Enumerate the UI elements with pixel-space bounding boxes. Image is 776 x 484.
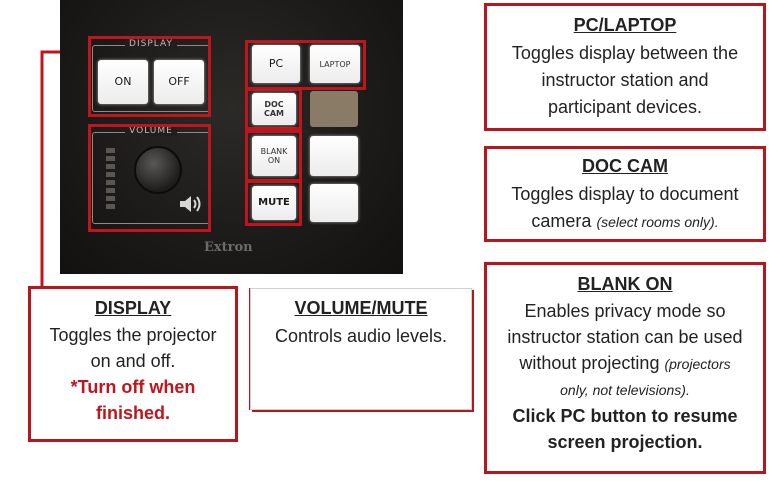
laptop-button[interactable]: LAPTOP	[310, 45, 360, 83]
volume-led	[106, 180, 115, 185]
unused-button[interactable]	[310, 184, 358, 222]
callout-warning: finished.	[95, 403, 170, 423]
unused-button[interactable]	[310, 91, 358, 127]
volume-led	[106, 196, 115, 201]
callout-title: DOC CAM	[582, 156, 668, 176]
callout-text: Toggles display to document	[511, 184, 739, 204]
volume-led	[106, 148, 115, 153]
callout-text: without projecting	[519, 353, 660, 373]
off-button[interactable]: OFF	[154, 60, 204, 104]
blank-on-callout: BLANK ON Enables privacy mode so instruc…	[484, 262, 766, 474]
doc-cam-callout: DOC CAM Toggles display to document came…	[484, 146, 766, 242]
callout-warning: *Turn off when	[70, 377, 196, 397]
callout-text: Controls audio levels.	[274, 326, 448, 346]
callout-title: PC/LAPTOP	[573, 15, 677, 35]
callout-note: (select rooms only).	[596, 214, 719, 230]
mute-highlight	[245, 180, 302, 226]
volume-led	[106, 188, 115, 193]
callout-text: instructor station can be used	[507, 327, 743, 347]
unused-button[interactable]	[310, 136, 358, 176]
doc-cam-button[interactable]: DOC CAM	[252, 93, 296, 125]
callout-title: VOLUME/MUTE	[294, 298, 428, 318]
mute-button[interactable]: MUTE	[252, 186, 296, 220]
callout-emphasis: Click PC button to resume	[512, 406, 738, 426]
volume-knob[interactable]	[134, 146, 182, 194]
callout-emphasis: screen projection.	[547, 432, 703, 452]
callout-text: instructor station and	[541, 70, 709, 90]
doc-cam-highlight	[245, 88, 302, 130]
callout-text: on and off.	[90, 351, 176, 371]
display-group-title: DISPLAY	[125, 39, 177, 49]
brand-logo: Extron	[204, 240, 253, 255]
pc-button[interactable]: PC	[252, 45, 300, 83]
pc-laptop-highlight	[245, 40, 366, 90]
blank-on-button[interactable]: BLANK ON	[252, 136, 296, 176]
callout-title: BLANK ON	[577, 274, 673, 294]
callout-text: Toggles display between the	[511, 43, 739, 63]
callout-text: Enables privacy mode so	[524, 301, 726, 321]
callout-title: DISPLAY	[94, 298, 172, 318]
volume-led	[106, 164, 115, 169]
display-callout: DISPLAY Toggles the projector on and off…	[28, 286, 238, 442]
volume-led	[106, 172, 115, 177]
pc-laptop-callout: PC/LAPTOP Toggles display between the in…	[484, 3, 766, 131]
volume-mute-callout: VOLUME/MUTE Controls audio levels.	[250, 288, 472, 410]
callout-text: Toggles the projector	[49, 325, 217, 345]
callout-text: participant devices.	[547, 97, 703, 117]
callout-note: only, not televisions).	[560, 382, 690, 398]
volume-led	[106, 204, 115, 209]
speaker-icon	[180, 196, 201, 212]
on-button[interactable]: ON	[98, 60, 148, 104]
display-highlight	[88, 36, 211, 117]
volume-group-title: VOLUME	[125, 126, 177, 136]
callout-text: camera	[531, 211, 592, 231]
volume-highlight	[88, 124, 211, 232]
callout-note: (projectors	[664, 356, 731, 372]
volume-led	[106, 156, 115, 161]
